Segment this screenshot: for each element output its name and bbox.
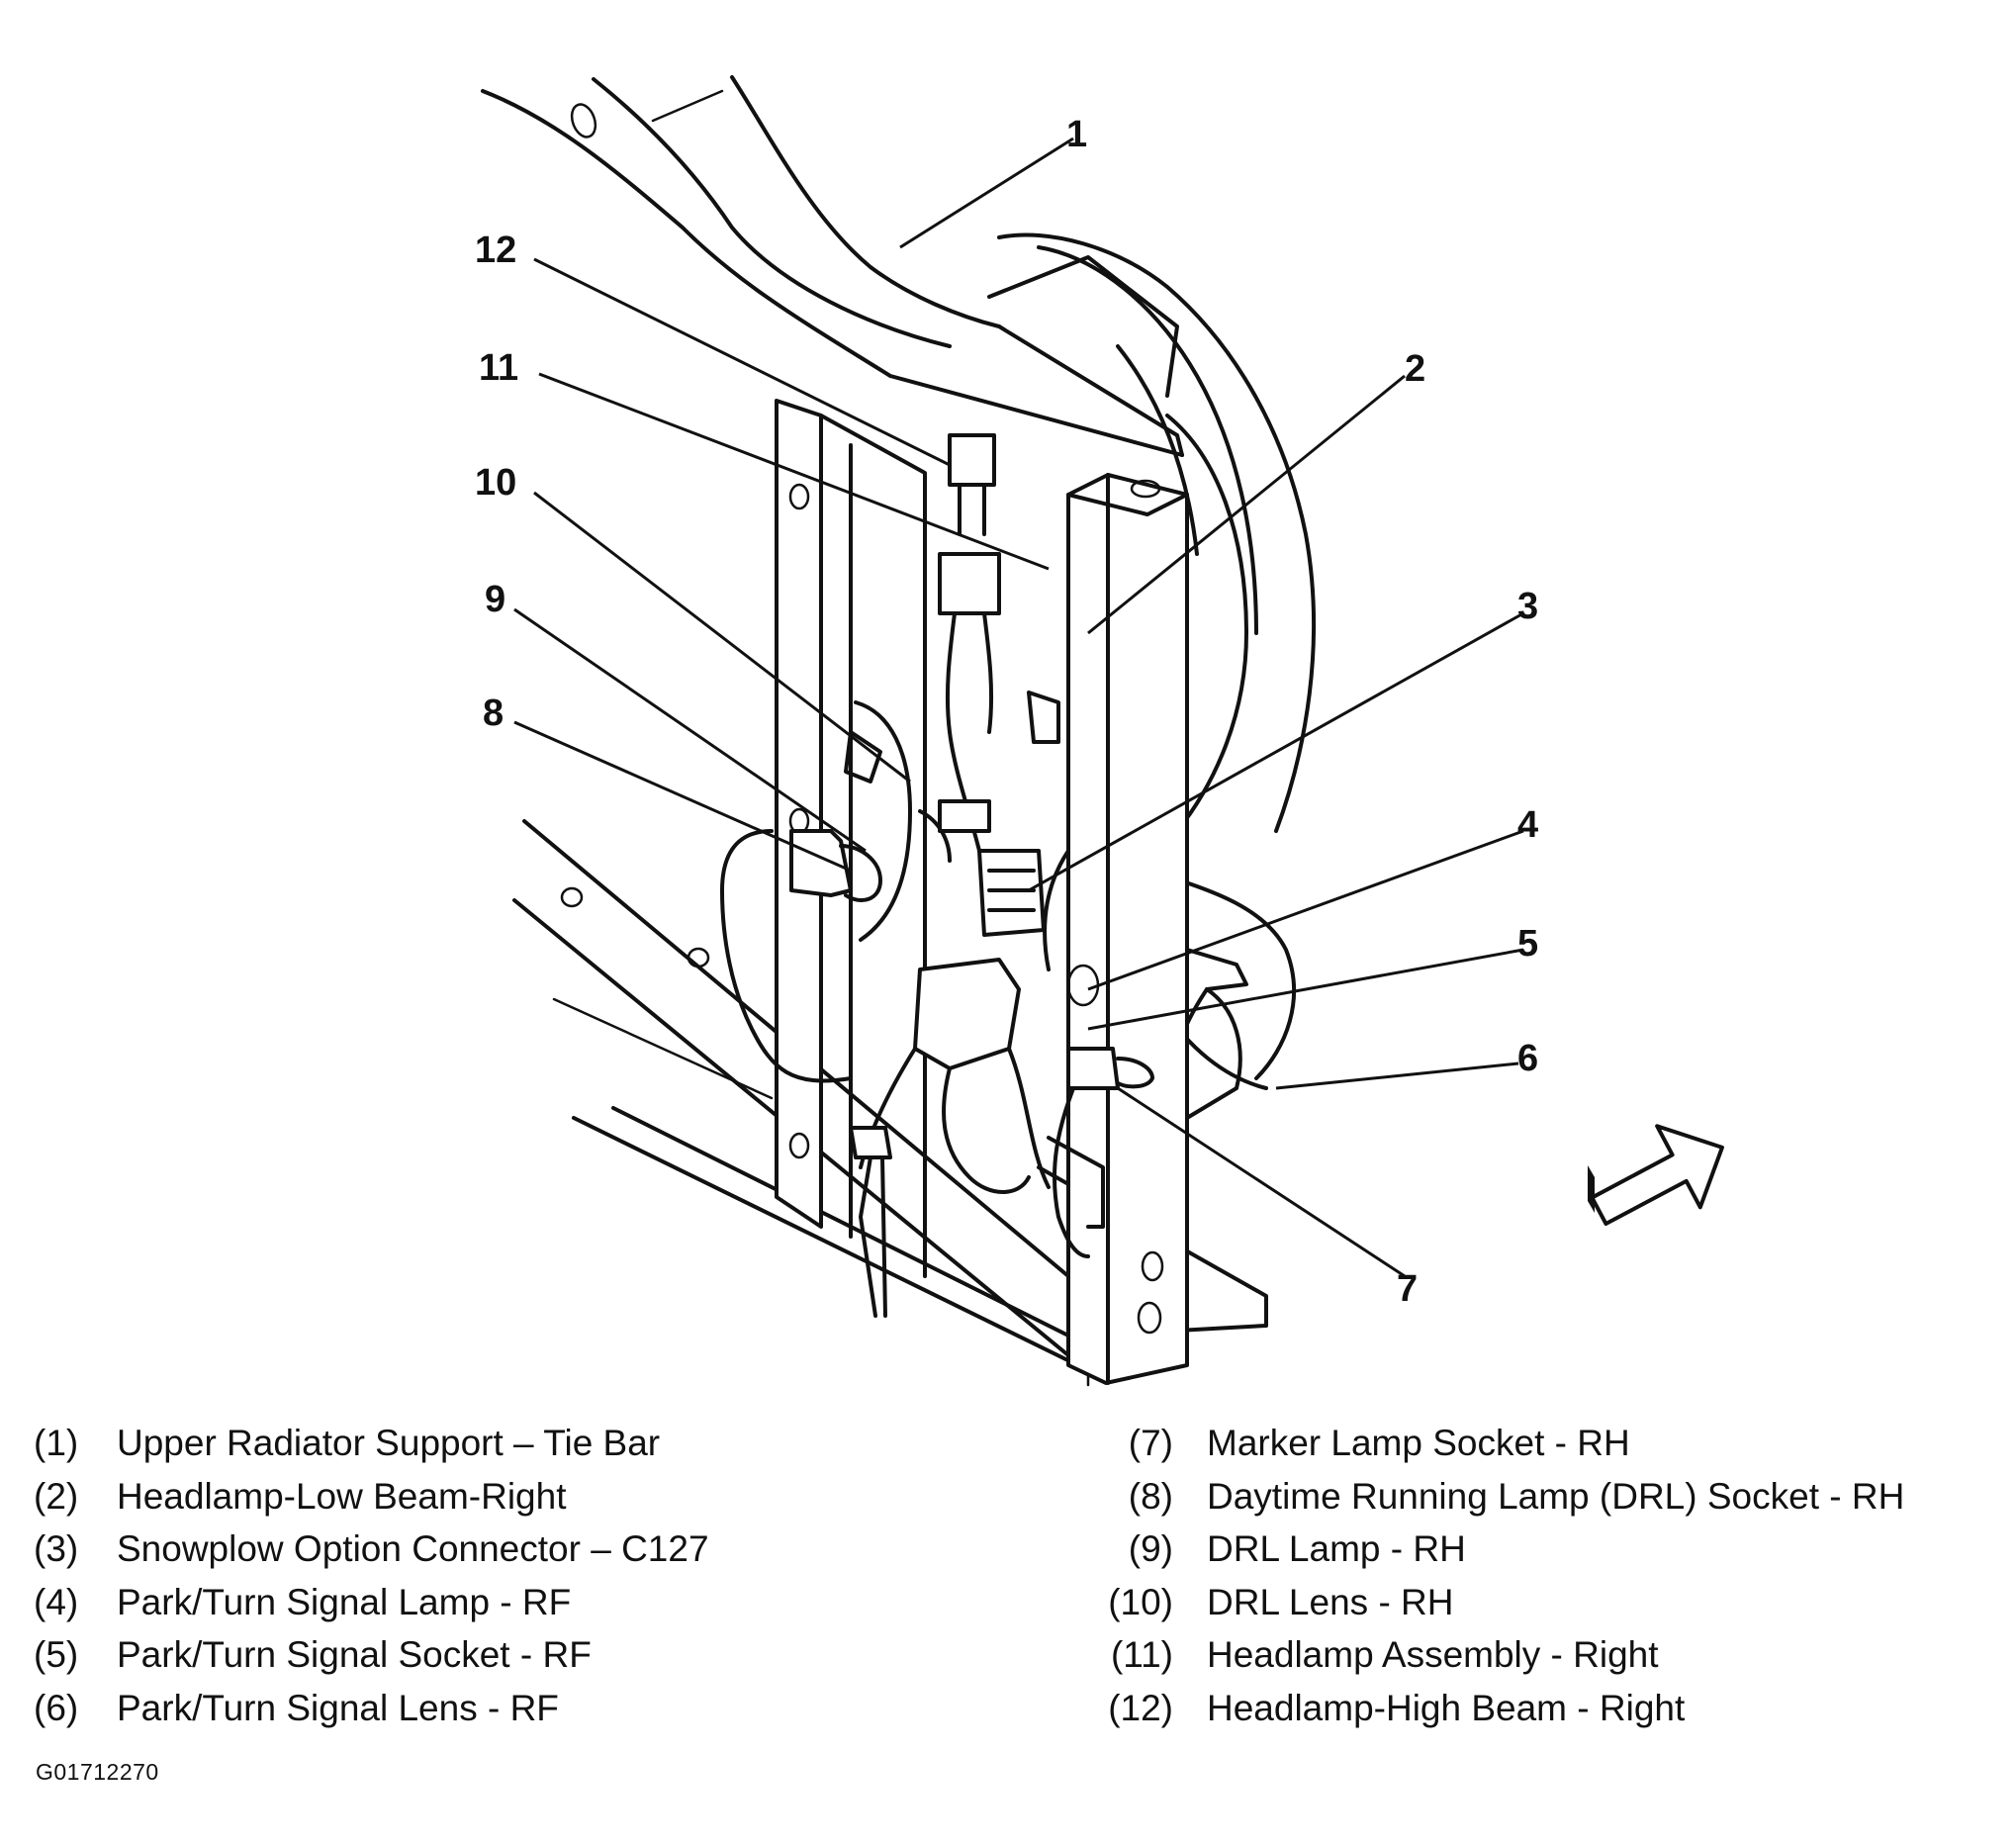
- callout-10: 10: [475, 462, 516, 504]
- callout-5: 5: [1517, 923, 1538, 965]
- callout-11: 11: [479, 347, 518, 389]
- legend-number: (11): [1110, 1634, 1173, 1676]
- legend-item: (3) Snowplow Option Connector – C127: [34, 1523, 709, 1576]
- legend-description: Park/Turn Signal Lens - RF: [117, 1687, 559, 1728]
- headlamp-assembly-diagram: 1 2 3 4 5 6 7 8 9 10 11 12: [475, 75, 1724, 1387]
- legend-number: (10): [1108, 1581, 1173, 1622]
- leader-lines: [513, 137, 1524, 1278]
- legend-description: DRL Lens - RH: [1207, 1581, 1454, 1622]
- right-radiator-post: [1047, 473, 1189, 1385]
- legend-item: (4) Park/Turn Signal Lamp - RF: [34, 1576, 709, 1629]
- legend-item: (12) Headlamp-High Beam - Right: [1096, 1682, 1904, 1735]
- callout-1: 1: [1066, 114, 1087, 155]
- callout-8: 8: [483, 692, 504, 734]
- legend-number: (5): [34, 1634, 79, 1676]
- callout-4: 4: [1517, 804, 1538, 846]
- legend-description: Headlamp Assembly - Right: [1207, 1634, 1659, 1676]
- legend-description: Marker Lamp Socket - RH: [1207, 1423, 1630, 1463]
- legend-item: (2) Headlamp-Low Beam-Right: [34, 1470, 709, 1523]
- legend-item: (8) Daytime Running Lamp (DRL) Socket - R…: [1096, 1470, 1905, 1523]
- legend-item: (9) DRL Lamp - RH: [1096, 1523, 1904, 1576]
- callout-6: 6: [1517, 1038, 1538, 1079]
- callout-9: 9: [485, 579, 505, 620]
- legend-description: Daytime Running Lamp (DRL) Socket - RH: [1207, 1475, 1905, 1517]
- legend-number: (6): [34, 1687, 79, 1728]
- legend-number: (2): [34, 1475, 79, 1517]
- wiring-harness: [849, 433, 1154, 1318]
- legend-item: (6) Park/Turn Signal Lens - RF: [34, 1682, 709, 1735]
- legend-item: (5) Park/Turn Signal Socket - RF: [34, 1628, 709, 1682]
- legend-number: (12): [1108, 1687, 1173, 1728]
- legend-number: (9): [1128, 1528, 1173, 1570]
- arrow-icon: [1588, 1124, 1724, 1227]
- legend-number: (3): [34, 1528, 79, 1570]
- legend-description: Headlamp-Low Beam-Right: [117, 1475, 567, 1517]
- figure-id: G01712270: [36, 1759, 159, 1785]
- legend-number: (8): [1128, 1475, 1173, 1517]
- callout-12: 12: [475, 230, 516, 271]
- legend-description: Snowplow Option Connector – C127: [117, 1528, 709, 1570]
- legend-item: (10) DRL Lens - RH: [1096, 1576, 1904, 1629]
- legend-item: (11) Headlamp Assembly - Right: [1096, 1628, 1904, 1682]
- legend-description: Headlamp-High Beam - Right: [1207, 1687, 1686, 1728]
- legend-description: Park/Turn Signal Lamp - RF: [117, 1581, 572, 1622]
- legend-number: (7): [1128, 1423, 1173, 1463]
- legend-right-column: (7) Marker Lamp Socket - RH (8) Daytime Ru…: [1096, 1417, 1904, 1735]
- legend-item: (1) Upper Radiator Support – Tie Bar: [34, 1417, 709, 1470]
- callout-7: 7: [1397, 1268, 1418, 1310]
- callout-2: 2: [1405, 348, 1425, 390]
- callout-labels: 1 2 3 4 5 6 7 8 9 10 11 12: [475, 114, 1538, 1310]
- legend-item: (7) Marker Lamp Socket - RH: [1096, 1417, 1904, 1470]
- callout-3: 3: [1517, 586, 1538, 627]
- upper-tie-bar: [481, 75, 1184, 457]
- legend-description: Park/Turn Signal Socket - RF: [117, 1634, 592, 1676]
- drl-lamp-group: [720, 700, 912, 1083]
- legend-number: (4): [34, 1581, 79, 1622]
- legend-description: Upper Radiator Support – Tie Bar: [117, 1423, 661, 1463]
- legend-left-column: (1) Upper Radiator Support – Tie Bar (2) H…: [34, 1417, 709, 1735]
- legend-description: DRL Lamp - RH: [1207, 1528, 1466, 1570]
- legend-number: (1): [34, 1423, 79, 1463]
